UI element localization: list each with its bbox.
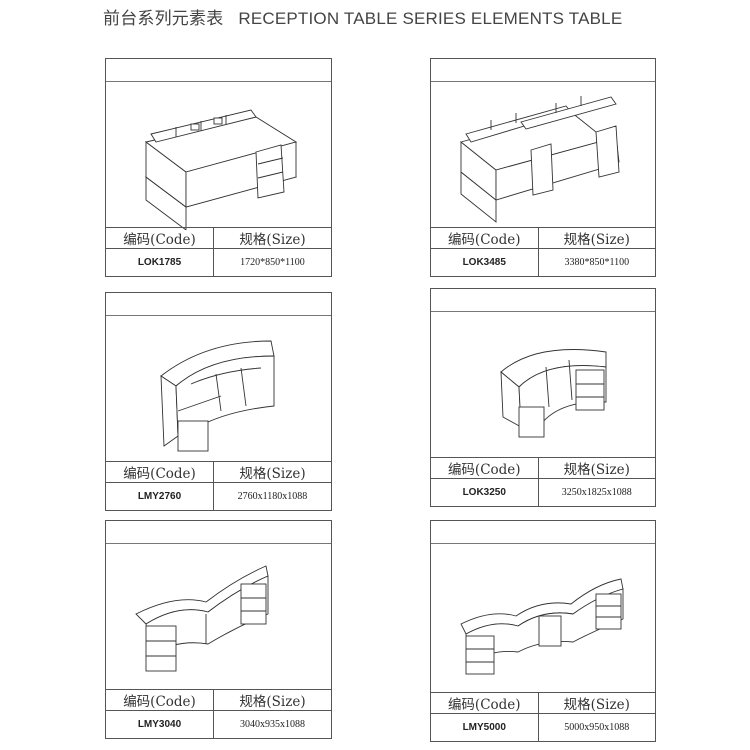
product-drawing	[106, 316, 331, 464]
code-header: 编码(Code)	[431, 693, 539, 713]
size-header: 规格(Size)	[563, 462, 630, 478]
spec-table: 编码(Code) 规格(Size) LMY5000 5000x950x1088	[431, 692, 655, 741]
product-card-lok1785: 编码(Code) 规格(Size) LOK1785 1720*850*1100	[105, 58, 332, 277]
spec-table: 编码(Code) 规格(Size) LMY3040 3040x935x1088	[106, 689, 331, 738]
product-card-lmy2760: 编码(Code) 规格(Size) LMY2760 2760x1180x1088	[105, 292, 332, 511]
code-header: 编码(Code)	[431, 228, 539, 248]
product-size: 5000x950x1088	[564, 722, 630, 733]
card-header-band	[106, 293, 331, 316]
product-code: LOK3250	[431, 479, 539, 506]
code-header: 编码(Code)	[106, 690, 214, 710]
product-code: LOK3485	[431, 249, 539, 276]
code-header: 编码(Code)	[106, 228, 214, 248]
spec-table: 编码(Code) 规格(Size) LOK1785 1720*850*1100	[106, 227, 331, 276]
page-title: 前台系列元素表 RECEPTION TABLE SERIES ELEMENTS …	[103, 4, 622, 29]
product-code: LOK1785	[106, 249, 214, 276]
product-code: LMY3040	[106, 711, 214, 738]
product-code: LMY5000	[431, 714, 539, 741]
product-drawing	[431, 312, 655, 460]
product-card-lmy5000: 编码(Code) 规格(Size) LMY5000 5000x950x1088	[430, 520, 656, 742]
product-drawing	[431, 82, 655, 230]
size-header: 规格(Size)	[239, 466, 306, 482]
card-header-band	[106, 59, 331, 82]
product-size: 1720*850*1100	[240, 257, 305, 268]
product-size: 3250x1825x1088	[561, 487, 632, 498]
product-drawing	[106, 82, 331, 230]
card-header-band	[431, 289, 655, 312]
spec-table: 编码(Code) 规格(Size) LOK3485 3380*850*1100	[431, 227, 655, 276]
product-drawing	[106, 544, 331, 692]
spec-table: 编码(Code) 规格(Size) LMY2760 2760x1180x1088	[106, 461, 331, 510]
size-header: 规格(Size)	[239, 694, 306, 710]
card-header-band	[431, 59, 655, 82]
card-header-band	[431, 521, 655, 544]
code-header: 编码(Code)	[106, 462, 214, 482]
card-header-band	[106, 521, 331, 544]
product-size: 2760x1180x1088	[237, 491, 308, 502]
product-card-lok3250: 编码(Code) 规格(Size) LOK3250 3250x1825x1088	[430, 288, 656, 507]
size-header: 规格(Size)	[563, 232, 630, 248]
page-title-cn: 前台系列元素表	[103, 9, 224, 29]
size-header: 规格(Size)	[239, 232, 306, 248]
product-card-lok3485: 编码(Code) 规格(Size) LOK3485 3380*850*1100	[430, 58, 656, 277]
product-code: LMY2760	[106, 483, 214, 510]
code-header: 编码(Code)	[431, 458, 539, 478]
product-size: 3380*850*1100	[564, 257, 630, 268]
size-header: 规格(Size)	[563, 697, 630, 713]
page-title-en: RECEPTION TABLE SERIES ELEMENTS TABLE	[238, 9, 623, 28]
spec-table: 编码(Code) 规格(Size) LOK3250 3250x1825x1088	[431, 457, 655, 506]
product-drawing	[431, 544, 655, 694]
product-size: 3040x935x1088	[240, 719, 305, 730]
product-card-lmy3040: 编码(Code) 规格(Size) LMY3040 3040x935x1088	[105, 520, 332, 739]
